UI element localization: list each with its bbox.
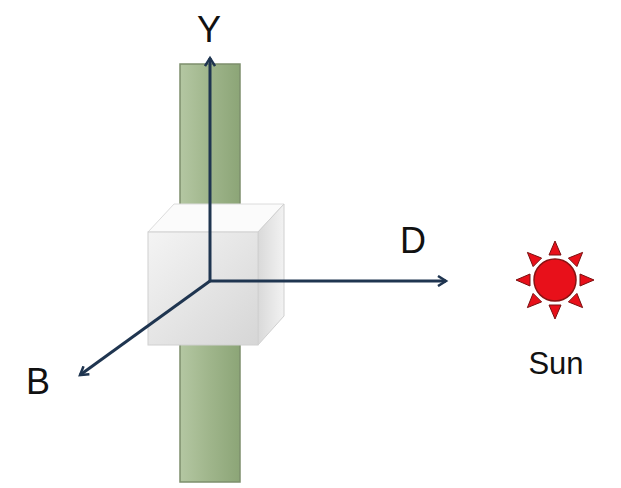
sun-label: Sun [528, 348, 583, 379]
spacecraft-body [148, 204, 284, 345]
axis-label: B [26, 364, 50, 400]
solar-panel-bottom [180, 342, 240, 482]
sun-ray [527, 293, 541, 307]
sun-ray [580, 274, 594, 286]
sun-ray [549, 305, 561, 319]
sun-icon [516, 241, 594, 319]
axis-label: D [400, 223, 426, 259]
sun-ray [549, 241, 561, 255]
sun-ray [527, 252, 541, 266]
sun-ray [568, 252, 582, 266]
sun-ray [516, 274, 530, 286]
axis-label: Y [197, 12, 221, 48]
sun-ray [568, 293, 582, 307]
axes [80, 58, 446, 375]
